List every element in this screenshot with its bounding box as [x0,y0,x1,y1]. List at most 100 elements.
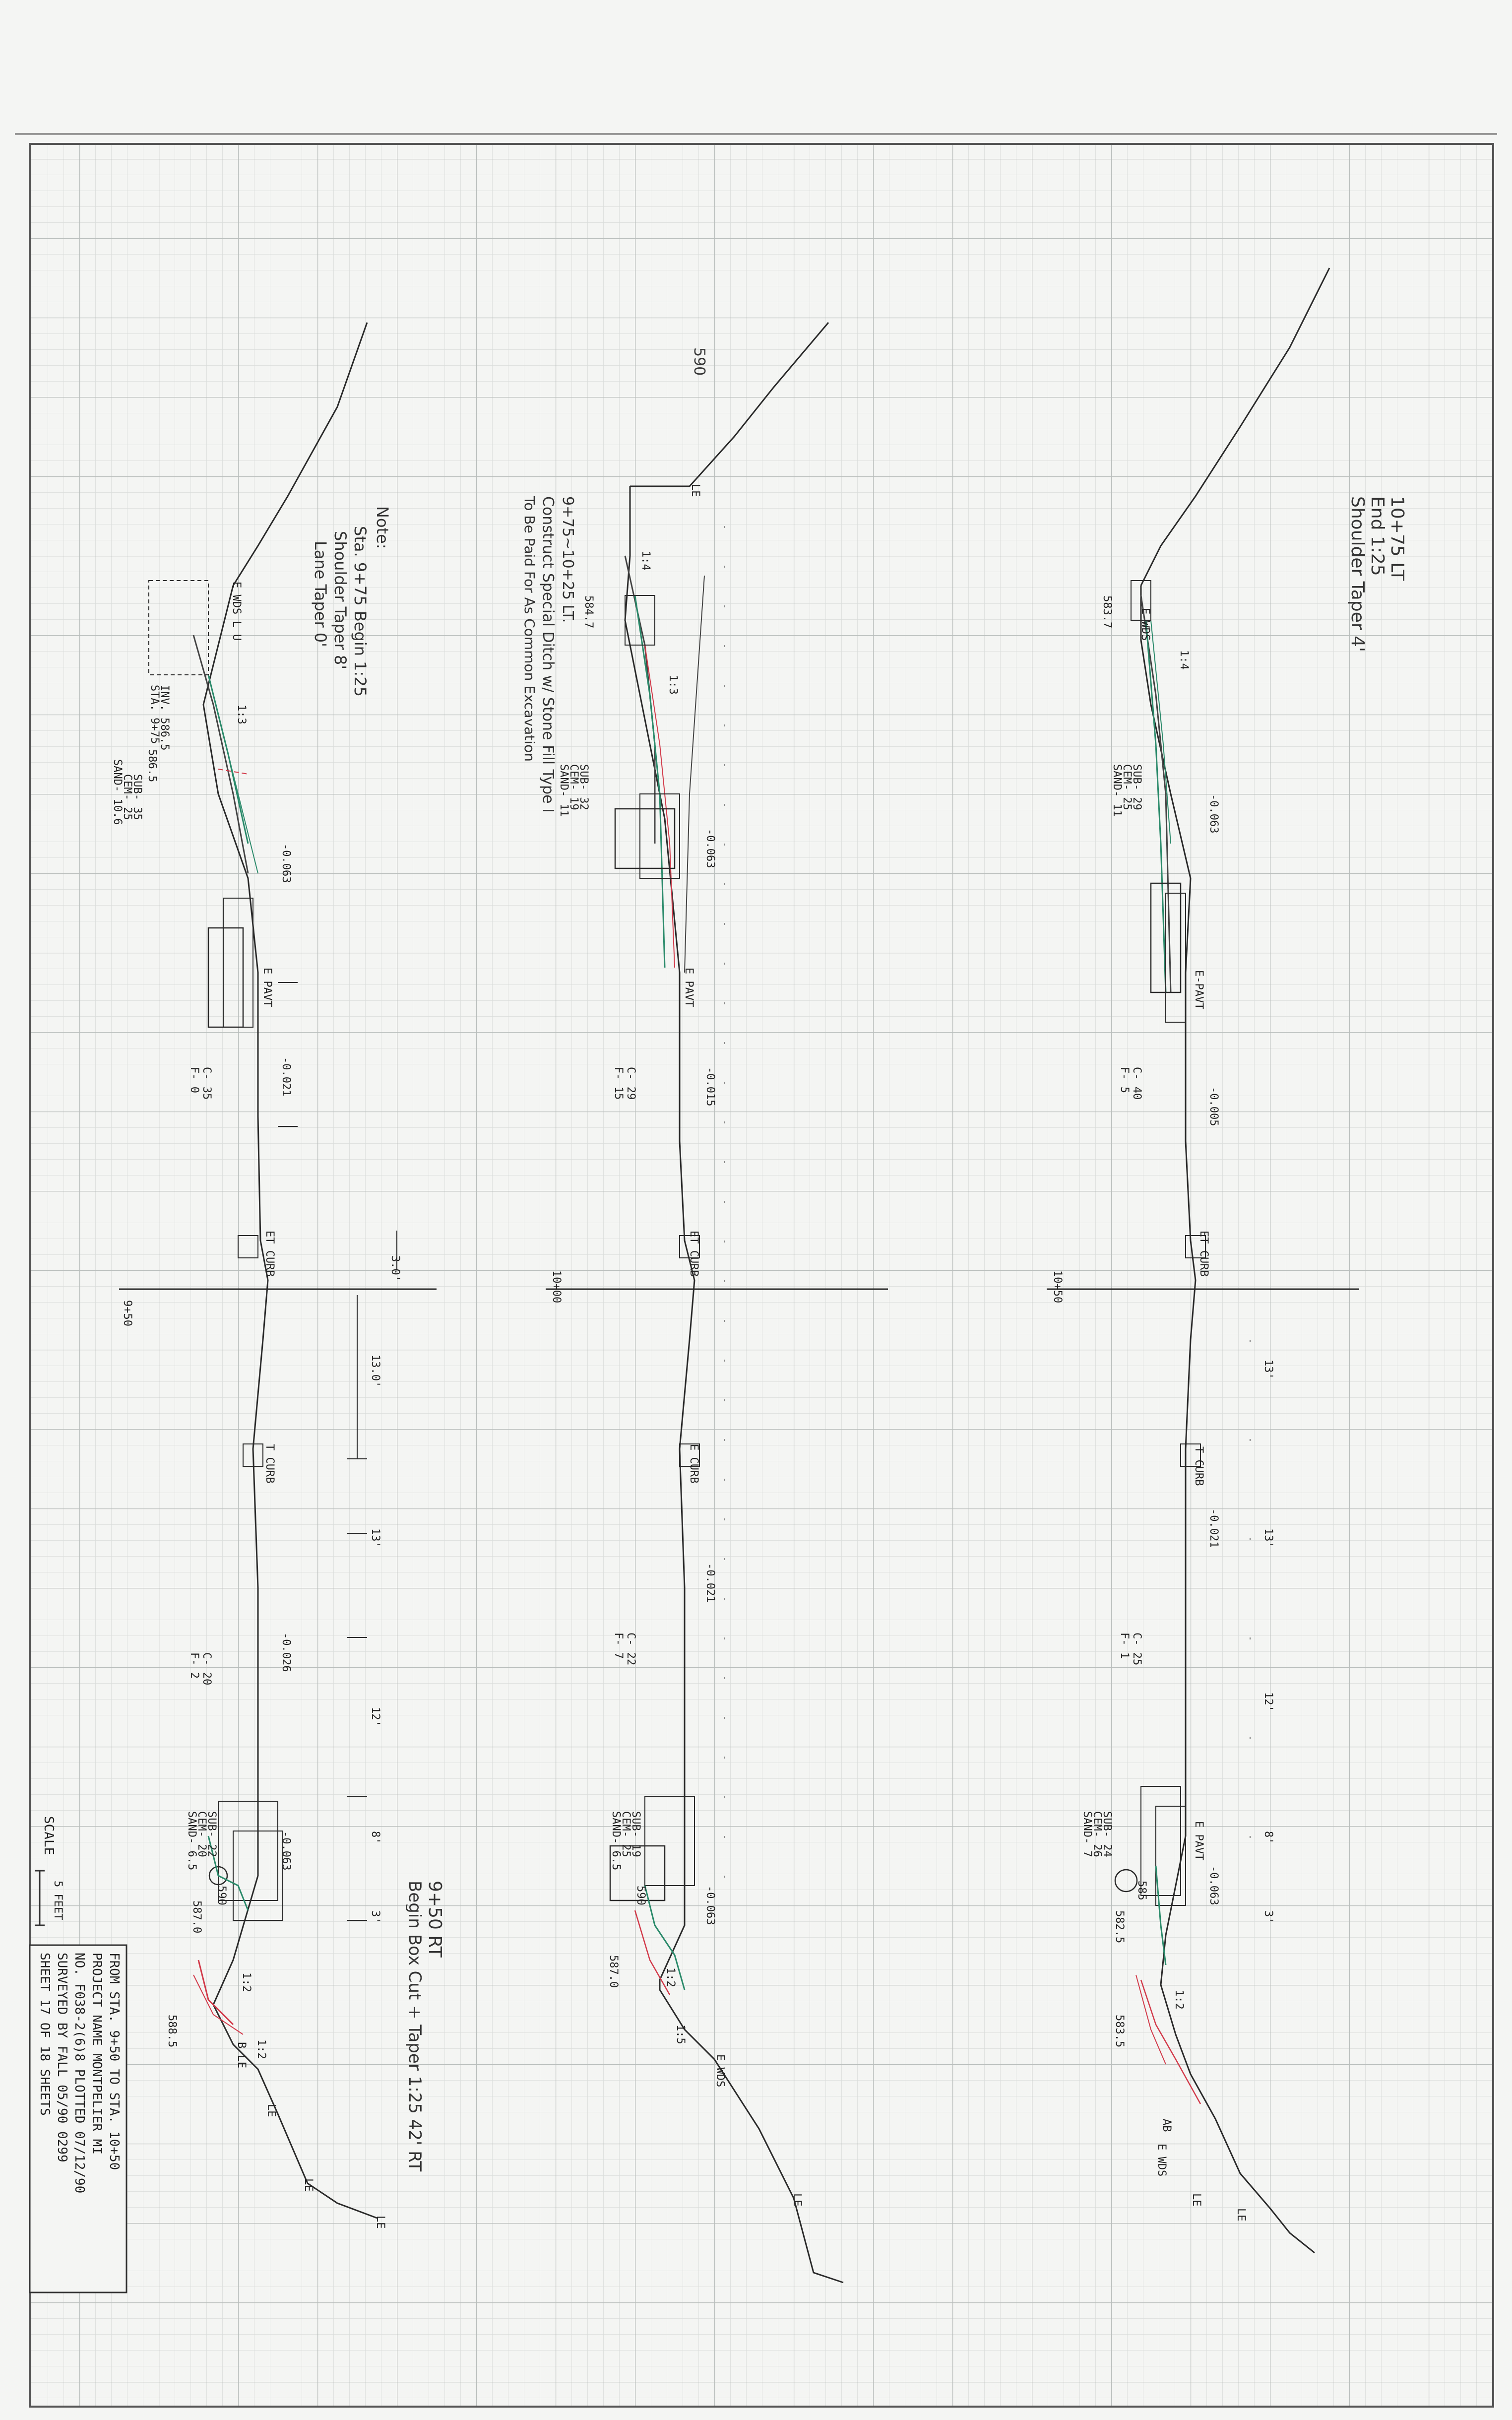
qty-left-cem-2: CEM- 19 [567,764,580,810]
label-e-wds-r: E WDS [1155,2144,1168,2176]
cut-right-3: C- 25 [1131,1633,1143,1665]
station-label-10-00: 10+00 [550,1270,563,1303]
elev-top-590: 590 [691,347,708,376]
slope-2-4: -0.063 [704,1886,716,1925]
title-line-4: SURVEYED BY FALL 05/90 0299 [55,1953,69,2162]
label-et-curb-2: ET CURB [688,1231,700,1277]
title-line-3: NO. F038-2(6)8 PLOTTED 07/12/90 [72,1953,87,2193]
qty-right-sub-2: SUB- 19 [630,1811,642,1857]
elev-right-mid-3: 582.5 [1113,1910,1126,1943]
dim-3-13b: 13' [1262,1528,1274,1548]
slope-3-1: -0.063 [1207,794,1220,833]
slope-2-1: -0.063 [704,829,716,868]
label-e-pavt: E PAVT [261,968,273,1007]
side-slope-3-r: 1:2 [1173,1990,1185,2010]
title-block: FROM STA. 9+50 TO STA. 10+50 PROJECT NAM… [29,1944,127,2293]
fill-right-3: F- 1 [1118,1633,1131,1659]
note-block-taper: Note: Sta. 9+75 Begin 1:25 Shoulder Tape… [311,506,392,697]
end-note-1: 10+75 LT [1387,496,1407,581]
station-label-9-50: 9+50 [121,1300,133,1326]
label-le-2b: LE [791,2193,803,2207]
dim-12: 12' [369,1707,381,1727]
note-line-3: Lane Taper 0' [311,541,330,647]
title-line-1: FROM STA. 9+50 TO STA. 10+50 [107,1953,122,2170]
elev-left-3: 583.7 [1101,595,1113,628]
elev-right-top-3: 585 [1135,1881,1148,1900]
dim-3-12: 12' [1262,1692,1274,1712]
slope-3-4: -0.063 [1207,1866,1220,1905]
ditch-note-1: 9+75~10+25 LT. [559,496,576,623]
qty-right-sand-2: SAND- 6.5 [610,1811,622,1870]
label-t-curb-3: T CURB [1193,1446,1205,1486]
title-line-5: SHEET 17 OF 18 SHEETS [37,1953,52,2116]
dim-3-8: 8' [1262,1831,1274,1844]
cut-right: C- 20 [200,1652,213,1685]
label-e-pavt-2: E PAVT [683,968,695,1007]
dim-3: 3' [369,1910,381,1924]
label-le-3a: LE [1190,2193,1202,2207]
fill-left-2: F- 15 [612,1067,625,1100]
elev-right-top-2: 590 [634,1886,647,1905]
ditch-note-2: Construct Special Ditch w/ Stone Fill Ty… [539,496,557,813]
dim-3-3: 3' [1262,1910,1274,1924]
dim-3-13a: 13' [1262,1360,1274,1379]
sta-note: STA. 9+75 [148,685,161,744]
side-slope-2-r1: 1:2 [664,1967,677,1987]
label-b-le: B LE [235,2042,248,2068]
elev-left: 586.5 [146,749,158,782]
fill-left: F- 0 [188,1067,200,1093]
qty-right-sand: SAND- 6.5 [186,1811,198,1870]
title-line-2: PROJECT NAME MONTPELIER MI [89,1953,104,2155]
end-note-2: End 1:25 [1367,496,1387,576]
sheet-border [29,143,1494,2408]
cut-left-2: C- 29 [625,1067,637,1100]
scale-bar: SCALE 5 FEET [35,1816,64,1926]
label-ab: AB [1160,2119,1173,2132]
cut-left-3: C- 40 [1131,1067,1143,1100]
qty-right-cem: CEM- 20 [195,1811,208,1857]
section-9-50-labels: 9+50 E WDS L U E PAVT ET CURB T CURB B L… [111,582,401,2229]
fill-left-3: F- 5 [1118,1067,1131,1093]
side-slope-2-r2: 1:5 [674,2025,687,2044]
qty-left-sand-2: SAND- 11 [558,764,570,817]
scale-label: SCALE [41,1816,56,1855]
qty-right-cem-3: CEM- 26 [1091,1811,1103,1857]
station-label-10-50: 10+50 [1051,1270,1064,1303]
qty-right-sub: SUB- 22 [205,1811,218,1857]
note-block-ditch: 9+75~10+25 LT. Construct Special Ditch w… [521,496,576,813]
side-slope-3-l: 1:4 [1178,650,1190,670]
end-note-3: Shoulder Taper 4' [1347,496,1368,652]
fill-right-2: F- 7 [612,1633,625,1659]
note-title: Note: [373,506,392,549]
qty-right-cem-2: CEM- 25 [620,1811,632,1857]
qty-left-sand: SAND- 10.6 [111,759,124,825]
label-le-2: LE [302,2178,315,2192]
note-line-2: Shoulder Taper 8' [331,531,350,669]
slope-3-3: -0.021 [1207,1508,1220,1548]
label-e-wds-2: E WDS [714,2054,726,2087]
note-block-box-cut: 9+50 RT Begin Box Cut + Taper 1:25 42' R… [405,1881,445,2171]
elev-right-low: 587.0 [190,1900,203,1933]
slope-3: -0.026 [280,1633,292,1672]
cut-left: C- 35 [200,1067,213,1100]
slope-2: -0.021 [280,1057,292,1096]
dim-8: 8' [369,1831,381,1844]
slope-2-2: -0.015 [704,1067,716,1106]
section-10-50 [1047,267,1359,2254]
label-e-wds-3: E WDS [1139,608,1151,641]
qty-left-sub: SUB- 35 [131,774,143,820]
note-line-1: Sta. 9+75 Begin 1:25 [351,526,370,697]
elev-right-low-2: 587.0 [607,1955,620,1988]
label-et-curb: ET CURB [263,1231,276,1277]
label-le-1: LE [265,2104,277,2117]
elev-ditch: 588.5 [166,2015,178,2047]
label-t-curb: T CURB [263,1444,276,1483]
dim-13-0: 13.0' [369,1355,381,1387]
scale-unit: 5 FEET [52,1881,64,1920]
qty-right-sub-3: SUB- 24 [1101,1811,1113,1857]
qty-left-sub-3: SUB- 29 [1131,764,1143,810]
qty-right-sand-3: SAND- 7 [1081,1811,1093,1857]
slope-4: -0.063 [280,1831,292,1870]
slope-1: -0.063 [280,844,292,883]
